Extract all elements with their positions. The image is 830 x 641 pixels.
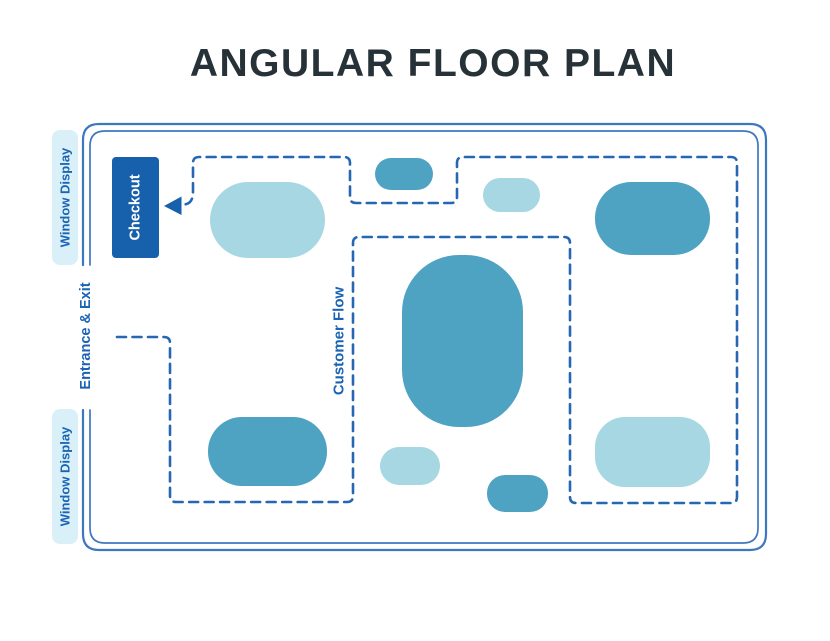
- fixture-display-top-small: [375, 158, 433, 190]
- flow-arrow-icon: [164, 196, 182, 215]
- fixture-display-bottom-small-light: [380, 447, 440, 485]
- fixture-center-island: [402, 255, 523, 427]
- entrance-exit-label: Entrance & Exit: [78, 282, 94, 389]
- window-display-panel-top: [52, 130, 78, 265]
- fixture-display-bottom-small-teal: [487, 475, 548, 512]
- fixture-display-bottom-right: [595, 417, 710, 487]
- customer-flow-label: Customer Flow: [331, 286, 348, 395]
- fixture-display-mid-small: [483, 178, 540, 212]
- customer-flow-path: [115, 155, 739, 505]
- checkout-label: Checkout: [128, 174, 144, 240]
- window-display-panel-bottom: [52, 409, 78, 544]
- fixture-display-top-left: [210, 182, 325, 258]
- store-wall-outer: [81, 122, 768, 552]
- checkout-counter: [112, 157, 159, 258]
- fixture-display-bottom-left: [208, 417, 327, 486]
- fixture-display-top-right: [595, 182, 710, 255]
- window-display-label-bottom: Window Display: [58, 426, 73, 526]
- diagram-title: ANGULAR FLOOR PLAN: [189, 42, 677, 85]
- store-wall-inner: [89, 130, 759, 544]
- window-display-label-top: Window Display: [58, 147, 73, 247]
